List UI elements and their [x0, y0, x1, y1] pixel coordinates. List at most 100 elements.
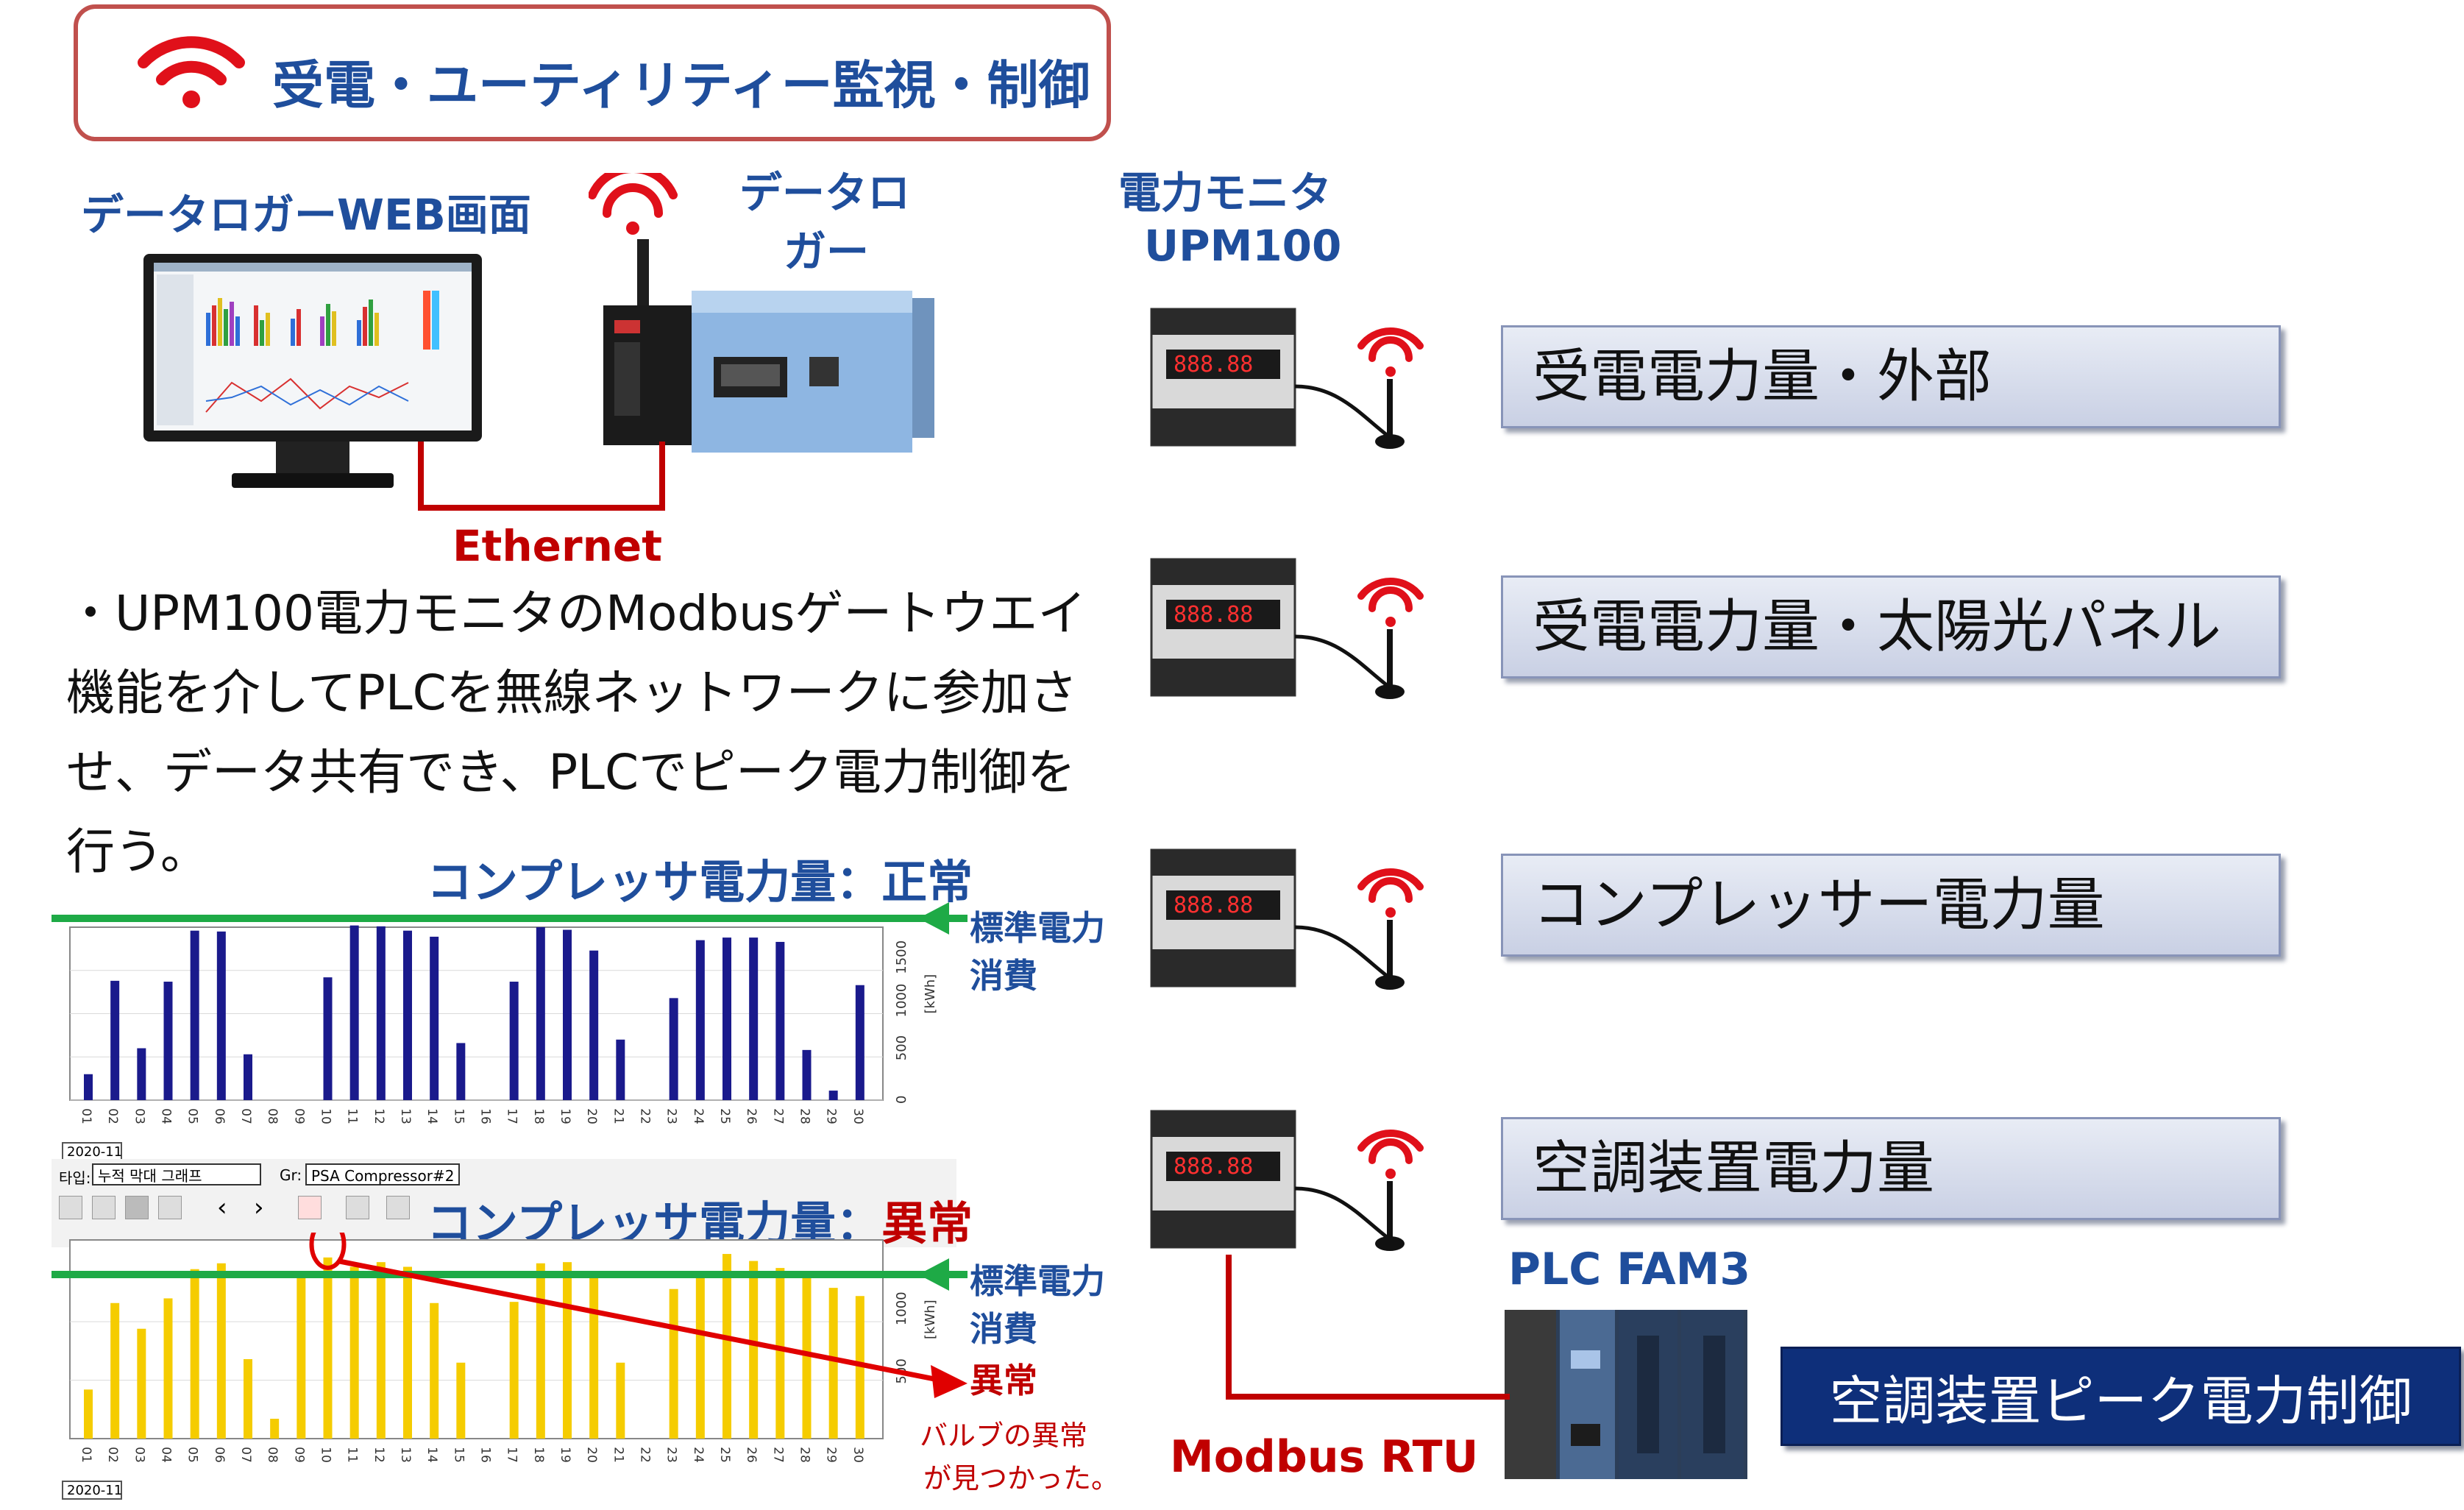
svg-text:888.88: 888.88 — [1174, 893, 1253, 918]
chart-bar — [536, 927, 545, 1100]
x-tick-label: 14 — [425, 1447, 439, 1463]
prev-arrow-icon[interactable]: ‹ — [217, 1193, 227, 1222]
measurement-box-compressor: コンプレッサー電力量 — [1501, 854, 2281, 957]
chart-bar — [536, 1263, 545, 1439]
chart-bar — [855, 1296, 864, 1439]
chart2-standard-label-2: 消費 — [970, 1309, 1037, 1349]
x-tick-label: 13 — [398, 1447, 413, 1463]
anomaly-label: 異常 — [970, 1361, 1037, 1400]
modbus-rtu-label: Modbus RTU — [1170, 1431, 1479, 1483]
chart-bar — [509, 982, 519, 1100]
chart-bar — [270, 1419, 280, 1439]
chart-icon[interactable] — [298, 1196, 322, 1219]
chart-bar — [190, 930, 199, 1100]
chart-bar — [376, 1262, 386, 1439]
y-tick-label: 1000 — [894, 984, 909, 1018]
description-text: ・UPM100電力モニタのModbusゲートウエイ機能を介してPLCを無線ネット… — [66, 585, 1087, 880]
x-tick-label: 16 — [478, 1447, 493, 1463]
chart-bar — [669, 998, 678, 1100]
x-tick-label: 27 — [770, 1447, 785, 1463]
anomaly-arrow-shaft — [338, 1258, 939, 1383]
wifi-icon — [1357, 327, 1424, 377]
chart-bar — [323, 1257, 333, 1439]
web-screen-label: データロガーWEB画面 — [81, 190, 531, 240]
plc-device — [1505, 1310, 1747, 1479]
x-tick-label: 17 — [505, 1108, 519, 1124]
toolbar-icon-3[interactable] — [125, 1196, 149, 1219]
toolbar-icon-4[interactable] — [158, 1196, 182, 1219]
chart1-standard-label-1: 標準電力 — [970, 908, 1105, 948]
x-tick-label: 17 — [505, 1447, 519, 1463]
x-tick-label: 10 — [319, 1108, 333, 1124]
chart-bar — [563, 929, 572, 1100]
x-tick-label: 27 — [770, 1108, 785, 1124]
chart-bar — [163, 982, 173, 1100]
chart1-title-text: コンプレッサ電力量： — [427, 855, 882, 909]
monitor-label-line1: 電力モニタ — [1118, 168, 1332, 218]
x-tick-label: 28 — [798, 1108, 812, 1124]
x-tick-label: 20 — [584, 1447, 599, 1463]
list-icon[interactable] — [346, 1196, 369, 1219]
chart-bar — [137, 1048, 146, 1100]
title-box — [74, 4, 1111, 141]
period-box — [62, 1481, 122, 1500]
period-label: 2020-11 — [67, 1144, 122, 1160]
chart-bar — [110, 980, 120, 1100]
ethernet-cable — [418, 442, 665, 511]
toolbar-icon-2[interactable] — [92, 1196, 116, 1219]
type-label: 타입: — [59, 1169, 91, 1187]
wifi-icon — [1357, 868, 1424, 918]
x-tick-label: 18 — [531, 1108, 546, 1124]
period-box — [62, 1142, 122, 1161]
chart-bar — [722, 937, 731, 1100]
chart-bar — [456, 1362, 466, 1439]
chart-toolbar: 타입: 누적 막대 그래프 Gr: PSA Compressor#2 ‹ › — [52, 1159, 956, 1247]
x-tick-label: 15 — [451, 1447, 466, 1463]
chart-abnormal: 5001000[kWh]0102030405060708091011121314… — [52, 1233, 968, 1500]
x-tick-label: 03 — [132, 1447, 146, 1463]
chart-bar — [163, 1298, 173, 1439]
chart-bar — [376, 926, 386, 1100]
x-tick-label: 14 — [425, 1108, 439, 1124]
chart-bar — [589, 1271, 599, 1439]
x-tick-label: 15 — [451, 1108, 466, 1124]
y-axis-label: [kWh] — [923, 974, 938, 1014]
x-tick-label: 29 — [824, 1108, 839, 1124]
toolbar-icon-1[interactable] — [59, 1196, 82, 1219]
chart-bar — [669, 1289, 678, 1439]
chart-bar — [722, 1254, 731, 1439]
chart-bar — [244, 1359, 252, 1439]
chart-bar — [349, 1266, 359, 1439]
chart-bar — [84, 1389, 93, 1439]
x-tick-label: 21 — [611, 1108, 625, 1124]
chart-bar — [137, 1328, 146, 1439]
x-tick-label: 30 — [851, 1108, 865, 1124]
chart-bar — [297, 1274, 306, 1439]
x-tick-label: 05 — [185, 1108, 200, 1124]
power-monitor-1: 888.88 — [1150, 308, 1424, 449]
monitor-label-line2: UPM100 — [1144, 221, 1342, 271]
chart-bar — [749, 937, 759, 1100]
chart2-status: 異常 — [881, 1197, 973, 1250]
x-tick-label: 24 — [691, 1447, 706, 1463]
chart-bar — [775, 1268, 785, 1439]
x-tick-label: 12 — [372, 1108, 386, 1124]
y-tick-label: 1000 — [894, 1291, 909, 1325]
chart-bar — [775, 941, 785, 1100]
wifi-icon — [1357, 578, 1424, 627]
chart-bar — [84, 1074, 93, 1100]
chart-bar — [430, 1302, 439, 1439]
chart-bar — [190, 1269, 199, 1439]
wifi-icon — [1357, 1130, 1424, 1179]
pc-monitor-illustration — [143, 254, 482, 488]
type-select[interactable]: 누적 막대 그래프 — [92, 1163, 261, 1185]
measurement-box-solar: 受電電力量・太陽光パネル — [1501, 575, 2281, 678]
chart-bar — [855, 985, 864, 1100]
period-label: 2020-11 — [67, 1483, 122, 1498]
scale-icon[interactable] — [386, 1196, 410, 1219]
gr-select[interactable]: PSA Compressor#2 — [305, 1163, 460, 1185]
svg-text:888.88: 888.88 — [1174, 1154, 1253, 1180]
chart-bar — [509, 1302, 519, 1439]
x-tick-label: 22 — [638, 1447, 653, 1463]
next-arrow-icon[interactable]: › — [254, 1193, 264, 1222]
